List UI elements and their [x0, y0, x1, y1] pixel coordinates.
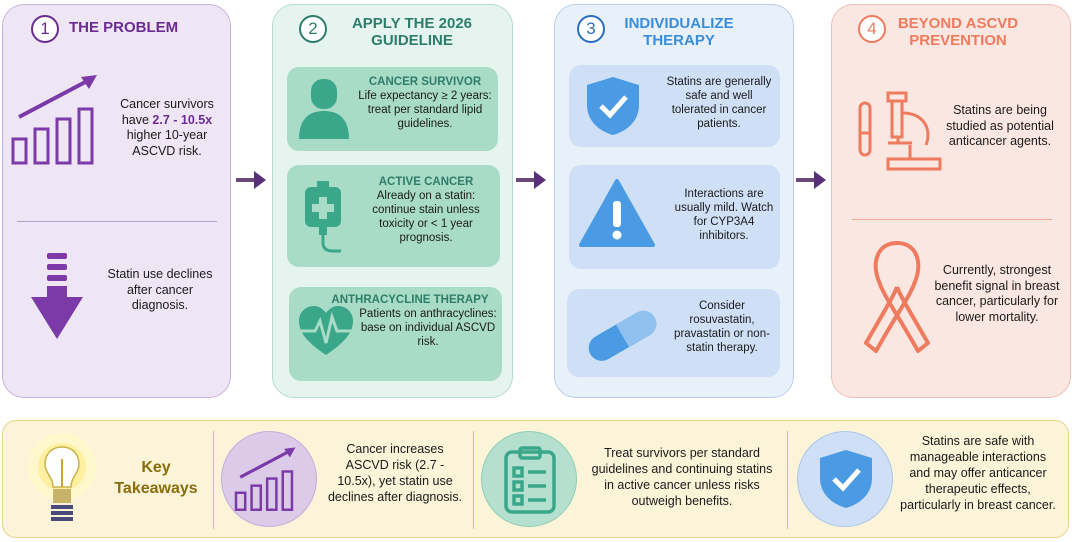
person-icon [299, 79, 349, 139]
card-text: Already on a statin: continue stain unle… [372, 190, 480, 244]
column-title: THE PROBLEM [69, 19, 179, 36]
card-active-cancer: ACTIVE CANCER Already on a statin: conti… [287, 165, 500, 267]
pill-icon [588, 310, 657, 361]
card-anthracycline-therapy: ANTHRACYCLINE THERAPY Patients on anthra… [289, 287, 502, 381]
rising-bar-chart-icon [234, 447, 296, 511]
step-number-2: 2 [299, 15, 327, 43]
card-title: CANCER SURVIVOR [368, 76, 482, 88]
lightbulb-icon [28, 433, 96, 521]
divider [473, 431, 474, 529]
warning-icon [579, 179, 655, 247]
divider [213, 431, 214, 529]
shield-check-icon [587, 77, 639, 135]
card-safety: Statins are generally safe and well tole… [569, 65, 780, 147]
iv-bag-icon [305, 181, 341, 253]
clipboard-icon [504, 446, 556, 514]
flow-arrow-icon [236, 171, 266, 189]
step-number-4: 4 [858, 15, 886, 43]
column-the-problem: 1 THE PROBLEM Cancer survivors have 2.7 … [2, 4, 231, 398]
anticancer-agents-text: Statins are being studied as potential a… [946, 103, 1054, 148]
shield-check-icon [820, 450, 872, 508]
card-text: Consider rosuvastatin, pravastatin or no… [674, 300, 770, 354]
rising-bar-chart-icon [11, 75, 97, 165]
takeaway-text-1: Cancer increases ASCVD risk (2.7 - 10.5x… [327, 442, 463, 504]
heart-pulse-icon [299, 306, 353, 355]
takeaway-text-2: Treat survivors per standard guidelines … [591, 446, 773, 508]
step-number-1: 1 [31, 15, 59, 43]
divider [852, 219, 1052, 220]
step-number-3: 3 [577, 15, 605, 43]
card-alternatives: Consider rosuvastatin, pravastatin or no… [567, 289, 780, 377]
card-title: ANTHRACYCLINE THERAPY [331, 294, 489, 306]
card-text: Patients on anthracyclines: base on indi… [359, 308, 497, 348]
takeaway-icon-circle [221, 431, 317, 527]
ribbon-icon [864, 241, 930, 353]
takeaway-icon-circle [797, 431, 893, 527]
takeaway-icon-circle [481, 431, 577, 527]
problem-risk-text: Cancer survivors have 2.7 - 10.5x higher… [120, 97, 214, 158]
down-arrow-icon [31, 253, 83, 339]
card-text: Life expectancy ≥ 2 years: treat per sta… [358, 90, 492, 130]
card-interactions: Interactions are usually mild. Watch for… [569, 165, 780, 269]
flow-arrow-icon [796, 171, 826, 189]
statin-decline-text: Statin use declines after cancer diagnos… [107, 267, 213, 312]
breast-cancer-text: Currently, strongest benefit signal in b… [934, 263, 1060, 324]
takeaway-text-3: Statins are safe with manageable interac… [900, 434, 1056, 512]
divider [787, 431, 788, 529]
card-cancer-survivor: CANCER SURVIVOR Life expectancy ≥ 2 year… [287, 67, 498, 151]
flow-arrow-icon [516, 171, 546, 189]
card-text: Statins are generally safe and well tole… [666, 76, 772, 130]
card-text: Interactions are usually mild. Watch for… [674, 188, 774, 242]
divider [17, 221, 217, 222]
card-title: ACTIVE CANCER [378, 176, 474, 188]
microscope-icon [858, 91, 942, 171]
